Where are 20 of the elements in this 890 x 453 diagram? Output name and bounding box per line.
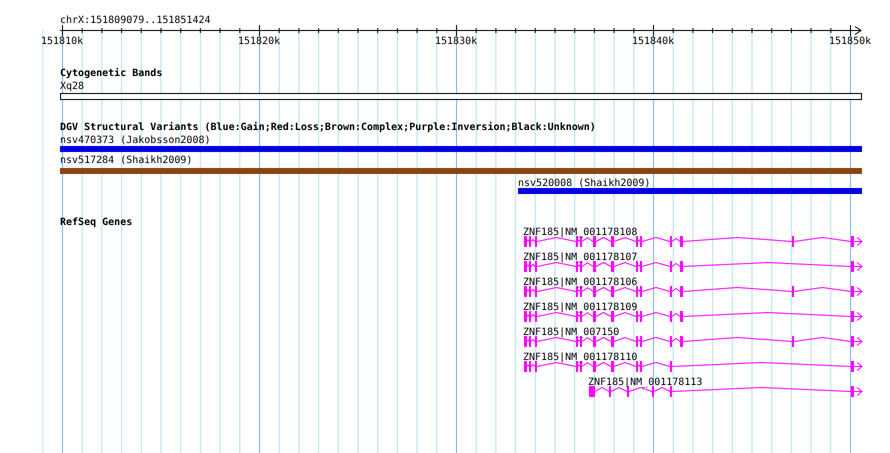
band-label: Xq28 — [60, 81, 84, 92]
gene-label: ZNF185|NM_001178110 — [523, 352, 638, 363]
gene-label: ZNF185|NM_007150 — [523, 327, 620, 338]
gene-label: ZNF185|NM_001178107 — [523, 252, 638, 263]
track-title: DGV Structural Variants (Blue:Gain;Red:Loss;Brown:Complex;Purple:Inversion;Black:Unknown) — [60, 122, 596, 133]
gene-label: ZNF185|NM_001178109 — [523, 302, 638, 313]
variant-label: nsv517284 (Shaikh2009) — [60, 155, 192, 166]
variant-label: nsv520008 (Shaikh2009) — [518, 178, 650, 189]
gene-label: ZNF185|NM_001178108 — [523, 227, 638, 238]
tick-label: 151810k — [41, 36, 84, 47]
tick-label: 151850k — [829, 36, 872, 47]
gene-label: ZNF185|NM_001178106 — [523, 277, 638, 288]
tick-label: 151830k — [435, 36, 478, 47]
tick-label: 151820k — [238, 36, 280, 47]
tick-label: 151840k — [632, 36, 674, 47]
gene-label: ZNF185|NM_001178113 — [588, 377, 702, 388]
track-title: RefSeq Genes — [60, 217, 132, 228]
track-title: Cytogenetic Bands — [60, 68, 162, 79]
variant-label: nsv470373 (Jakobsson2008) — [60, 135, 211, 146]
ruler-title: chrX:151809079..151851424 — [60, 15, 211, 26]
